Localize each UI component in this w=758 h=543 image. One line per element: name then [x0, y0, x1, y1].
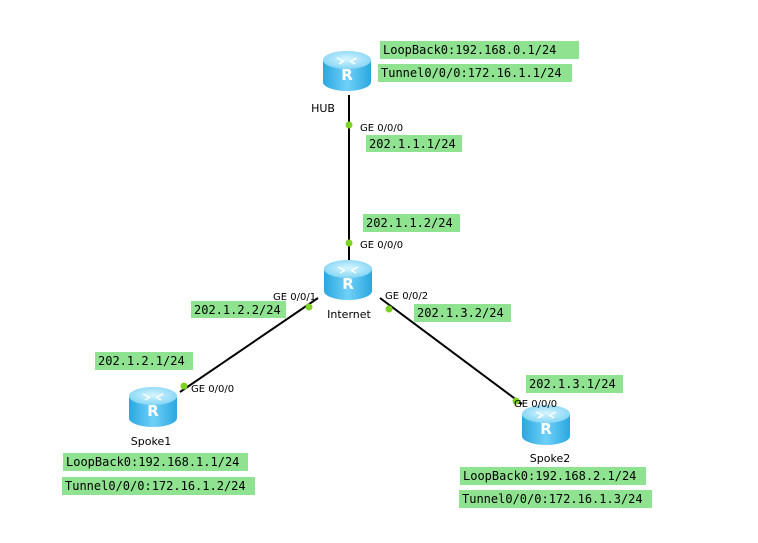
port-label-hub-ge: GE 0/0/0 [360, 123, 403, 134]
device-name-hub: HUB [311, 102, 335, 115]
device-name-spoke2: Spoke2 [530, 452, 570, 465]
port-dot-spoke1-ge [180, 382, 188, 390]
router-spoke1[interactable]: R [128, 386, 178, 428]
port-dot-internet-ge0 [345, 239, 353, 247]
label-internet-ge2-ip: 202.1.3.2/24 [414, 304, 511, 322]
label-spoke1-ge-ip: 202.1.2.1/24 [95, 352, 193, 370]
router-letter: R [342, 275, 354, 293]
router-letter: R [540, 420, 552, 438]
label-internet-ge0-ip: 202.1.1.2/24 [363, 214, 460, 232]
svg-text:202.1.1.1/24: 202.1.1.1/24 [369, 137, 456, 151]
svg-text:202.1.2.1/24: 202.1.2.1/24 [98, 354, 185, 368]
port-label-spoke2-ge: GE 0/0/0 [514, 399, 557, 410]
router-letter: R [147, 402, 159, 420]
label-hub-ge-ip: 202.1.1.1/24 [366, 135, 462, 152]
label-spoke2-tunnel: Tunnel0/0/0:172.16.1.3/24 [459, 490, 652, 508]
port-dot-internet-ge1 [305, 303, 313, 311]
port-label-spoke1-ge: GE 0/0/0 [191, 384, 234, 395]
svg-text:202.1.1.2/24: 202.1.1.2/24 [366, 216, 453, 230]
port-label-internet-ge1: GE 0/0/1 [273, 292, 316, 303]
link-internet-spoke1 [179, 297, 319, 393]
svg-text:Tunnel0/0/0:172.16.1.1/24: Tunnel0/0/0:172.16.1.1/24 [381, 66, 562, 80]
device-name-spoke1: Spoke1 [131, 435, 171, 448]
label-spoke2-loopback: LoopBack0:192.168.2.1/24 [460, 467, 646, 485]
router-letter: R [341, 66, 353, 84]
label-spoke1-tunnel: Tunnel0/0/0:172.16.1.2/24 [62, 477, 255, 495]
port-label-internet-ge2: GE 0/0/2 [385, 291, 428, 302]
svg-text:Tunnel0/0/0:172.16.1.3/24: Tunnel0/0/0:172.16.1.3/24 [462, 492, 643, 506]
device-name-internet: Internet [327, 308, 371, 321]
port-label-internet-ge0: GE 0/0/0 [360, 240, 403, 251]
svg-text:202.1.3.1/24: 202.1.3.1/24 [529, 377, 616, 391]
link-internet-spoke2 [379, 297, 523, 405]
port-dot-internet-ge2 [385, 305, 393, 313]
svg-text:LoopBack0:192.168.0.1/24: LoopBack0:192.168.0.1/24 [383, 43, 556, 57]
svg-text:202.1.3.2/24: 202.1.3.2/24 [417, 306, 504, 320]
label-internet-ge1-ip: 202.1.2.2/24 [191, 301, 286, 318]
label-hub-loopback: LoopBack0:192.168.0.1/24 [380, 41, 579, 59]
label-spoke2-ge-ip: 202.1.3.1/24 [526, 375, 623, 393]
svg-text:LoopBack0:192.168.2.1/24: LoopBack0:192.168.2.1/24 [463, 469, 636, 483]
router-hub[interactable]: R [322, 50, 372, 92]
label-spoke1-loopback: LoopBack0:192.168.1.1/24 [63, 453, 248, 471]
svg-text:LoopBack0:192.168.1.1/24: LoopBack0:192.168.1.1/24 [66, 455, 239, 469]
router-internet[interactable]: R [323, 259, 373, 301]
label-hub-tunnel: Tunnel0/0/0:172.16.1.1/24 [378, 64, 572, 82]
svg-text:202.1.2.2/24: 202.1.2.2/24 [194, 303, 281, 317]
port-dot-hub-ge [345, 121, 353, 129]
router-spoke2[interactable]: R [521, 404, 571, 446]
port-dot-spoke2-ge [512, 397, 520, 405]
svg-text:Tunnel0/0/0:172.16.1.2/24: Tunnel0/0/0:172.16.1.2/24 [65, 479, 246, 493]
